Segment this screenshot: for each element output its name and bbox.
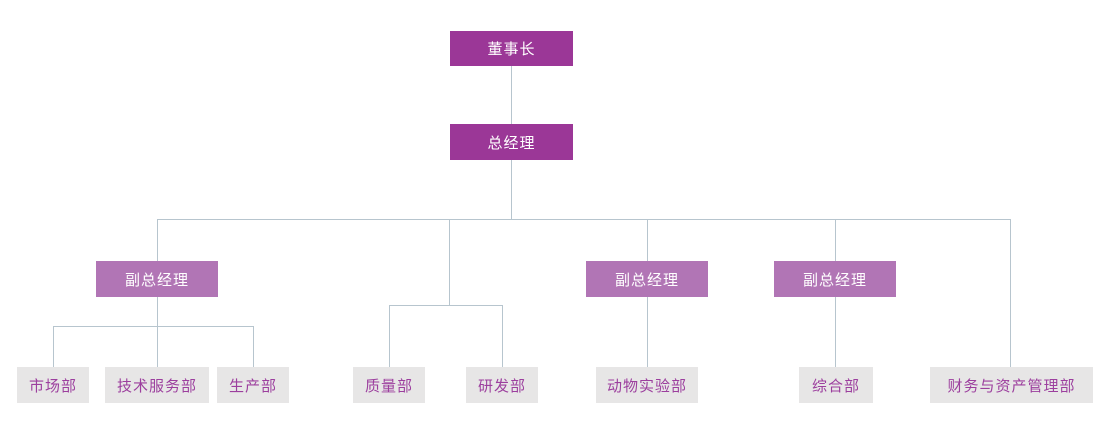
connector-drop-deputy-3 — [835, 219, 836, 261]
node-deputy-gm-3: 副总经理 — [774, 261, 896, 297]
connector-drop-marketing — [53, 326, 54, 367]
connector-drop-tech-service — [157, 326, 158, 367]
node-dept-technical-service: 技术服务部 — [105, 367, 209, 403]
connector-drop-deputy-2 — [647, 219, 648, 261]
connector-deputy1-subbranch — [157, 297, 158, 326]
node-dept-animal-lab: 动物实验部 — [596, 367, 698, 403]
connector-subbranch-mid — [389, 305, 503, 306]
connector-main-branch — [157, 219, 1011, 220]
node-dept-general-affairs: 综合部 — [799, 367, 873, 403]
connector-drop-deputy-1 — [157, 219, 158, 261]
node-chairman: 董事长 — [450, 31, 573, 66]
node-general-manager: 总经理 — [450, 124, 573, 160]
connector-drop-rnd — [502, 305, 503, 367]
connector-subbranch-left — [53, 326, 254, 327]
node-deputy-gm-1: 副总经理 — [96, 261, 218, 297]
node-dept-marketing: 市场部 — [17, 367, 89, 403]
connector-gm-trunk — [511, 160, 512, 219]
node-dept-finance-asset: 财务与资产管理部 — [930, 367, 1093, 403]
connector-drop-quality-rnd — [449, 219, 450, 305]
connector-drop-quality — [389, 305, 390, 367]
connector-drop-production — [253, 326, 254, 367]
node-dept-production: 生产部 — [217, 367, 289, 403]
node-deputy-gm-2: 副总经理 — [586, 261, 708, 297]
node-dept-rnd: 研发部 — [466, 367, 538, 403]
connector-drop-animal-lab — [647, 297, 648, 367]
connector-drop-finance — [1010, 219, 1011, 367]
connector-chairman-gm — [511, 66, 512, 124]
connector-drop-general-affairs — [835, 297, 836, 367]
node-dept-quality: 质量部 — [353, 367, 425, 403]
